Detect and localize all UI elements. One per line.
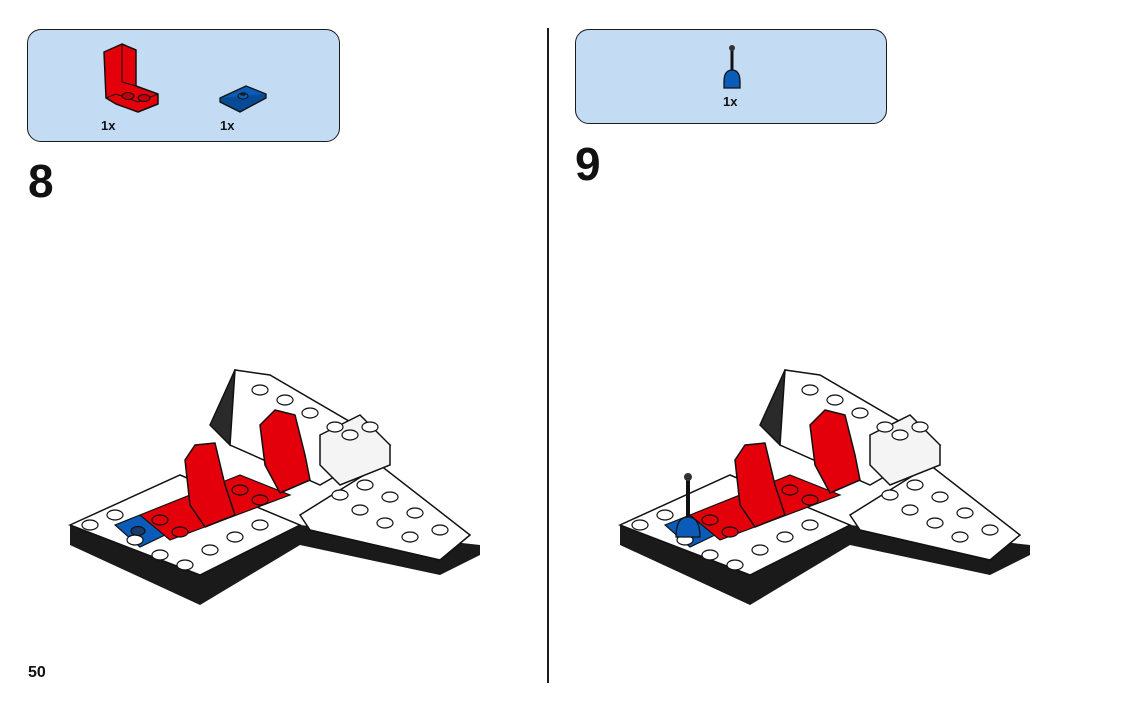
model-assembly-step-8 (68, 369, 480, 605)
quantity-red-bracket: 1x (101, 118, 116, 133)
quantity-control-stick: 1x (723, 94, 738, 109)
step-number-9: 9 (575, 138, 601, 190)
model-assembly-step-9 (618, 369, 1030, 605)
step-number-8: 8 (28, 155, 54, 207)
page-divider (547, 28, 549, 683)
blue-control-stick-icon (723, 45, 741, 89)
quantity-blue-plate: 1x (220, 118, 235, 133)
page-number: 50 (28, 664, 46, 681)
blue-jumper-plate-icon (219, 85, 267, 113)
parts-list-step-9: 1x (575, 29, 887, 124)
parts-list-step-8: 1x 1x (27, 29, 340, 142)
red-bracket-part-icon (103, 43, 159, 113)
